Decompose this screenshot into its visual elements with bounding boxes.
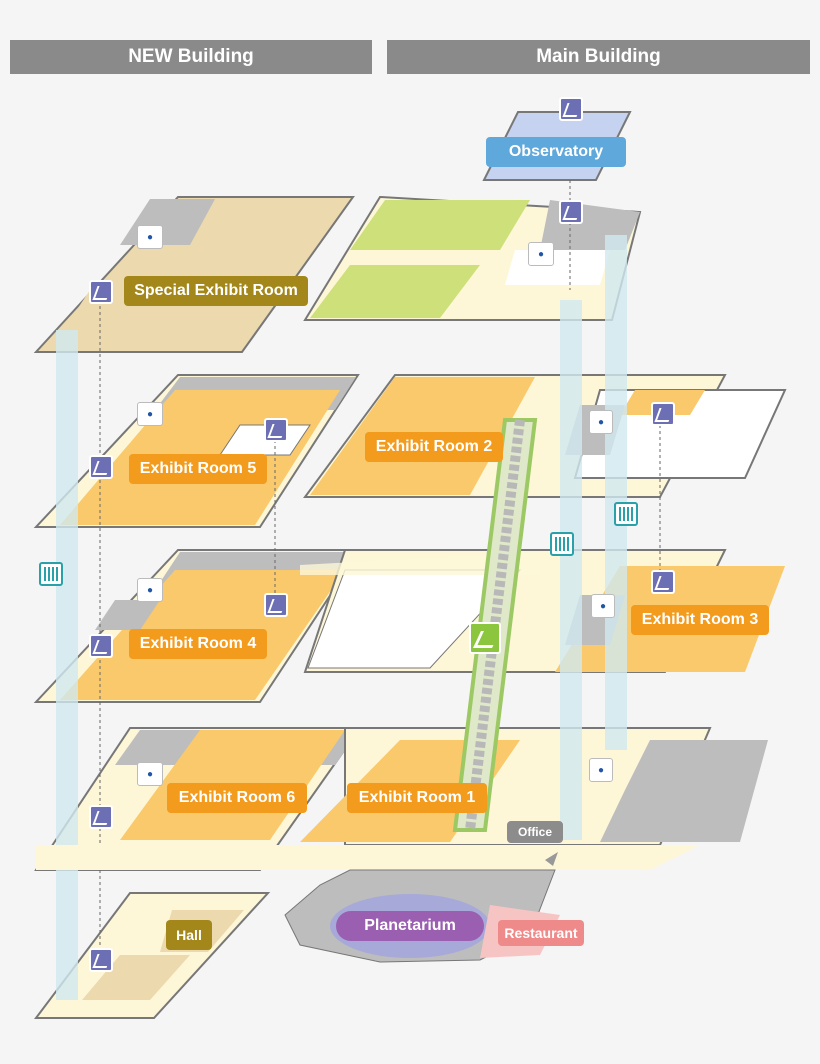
exhibit-room-5-label: Exhibit Room 5 [129, 454, 267, 484]
exhibit-room-4-label: Exhibit Room 4 [129, 629, 267, 659]
restroom-icon [137, 402, 163, 426]
office-label: Office [507, 821, 563, 843]
hall-label: Hall [166, 920, 212, 950]
stairs-icon [559, 97, 583, 121]
special-exhibit-room-label: Special Exhibit Room [124, 276, 308, 306]
restroom-icon [589, 410, 613, 434]
restroom-icon [591, 594, 615, 618]
observatory-label: Observatory [486, 137, 626, 167]
restroom-icon [137, 762, 163, 786]
restroom-icon [528, 242, 554, 266]
stairs-icon [89, 805, 113, 829]
exhibit-room-6-label: Exhibit Room 6 [167, 783, 307, 813]
restroom-icon [589, 758, 613, 782]
stairs-icon [559, 200, 583, 224]
escalator-icon [469, 622, 501, 654]
exhibit-room-3-label: Exhibit Room 3 [631, 605, 769, 635]
stairs-icon [89, 948, 113, 972]
stairs-icon [264, 593, 288, 617]
new-building-header: NEW Building [10, 40, 372, 74]
main-building-header: Main Building [387, 40, 810, 74]
elevator-icon [39, 562, 63, 586]
restroom-icon [137, 578, 163, 602]
exhibit-room-1-label: Exhibit Room 1 [347, 783, 487, 813]
restroom-icon [137, 225, 163, 249]
stairs-icon [651, 402, 675, 426]
elevator-icon [550, 532, 574, 556]
restaurant-label: Restaurant [498, 920, 584, 946]
exhibit-room-2-label: Exhibit Room 2 [365, 432, 503, 462]
stairs-icon [651, 570, 675, 594]
stairs-icon [89, 455, 113, 479]
stairs-icon [89, 634, 113, 658]
planetarium-label: Planetarium [336, 911, 484, 941]
elevator-icon [614, 502, 638, 526]
stairs-icon [264, 418, 288, 442]
stairs-icon [89, 280, 113, 304]
